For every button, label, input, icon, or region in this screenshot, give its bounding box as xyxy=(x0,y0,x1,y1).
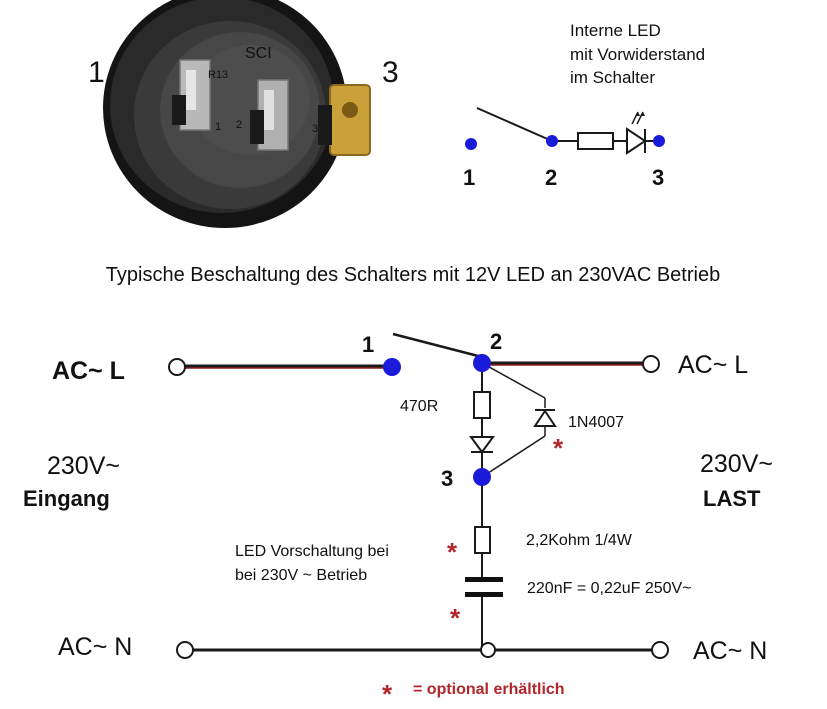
junction-n xyxy=(480,642,496,658)
internal-caption-line2: mit Vorwiderstand xyxy=(570,45,705,64)
internal-schematic: Interne LED mit Vorwiderstand im Schalte… xyxy=(463,21,705,190)
label-ac-l-left: AC~ L xyxy=(52,357,125,385)
internal-pin-label-1: 1 xyxy=(463,165,475,190)
label-diode-1n4007: 1N4007 xyxy=(568,414,624,431)
label-resistor-2k2: 2,2Kohm 1/4W xyxy=(526,532,633,549)
led-diode-symbol xyxy=(469,436,495,454)
optional-marker-resistor: * xyxy=(447,537,458,567)
main-circuit xyxy=(168,332,669,659)
internal-terminal-3 xyxy=(653,135,665,147)
optional-marker-diode: * xyxy=(553,433,564,463)
terminal-pin-2 xyxy=(473,354,491,372)
label-last: LAST xyxy=(703,486,761,511)
terminal-ac-n-in xyxy=(176,641,194,659)
terminal-pin-1 xyxy=(383,358,401,376)
circuit-pin-label-3: 3 xyxy=(441,466,453,491)
internal-caption-line3: im Schalter xyxy=(570,68,655,87)
terminal-ac-l-out xyxy=(642,355,660,373)
internal-terminal-1 xyxy=(465,138,477,150)
label-eingang: Eingang xyxy=(23,486,110,511)
led-note-line1: LED Vorschaltung bei xyxy=(235,543,389,560)
internal-led-symbol xyxy=(626,111,647,155)
resistor-2k2 xyxy=(474,526,491,554)
circuit-pin-label-1: 1 xyxy=(362,332,374,357)
terminal-ac-l-in xyxy=(168,358,186,376)
label-voltage-left: 230V~ xyxy=(47,452,120,480)
diagram-heading: Typische Beschaltung des Schalters mit 1… xyxy=(106,264,720,286)
embossed-pin1: 1 xyxy=(215,121,221,133)
label-ac-n-right: AC~ N xyxy=(693,637,767,665)
photo-pin-label-1: 1 xyxy=(88,56,105,89)
photo-pin-label-3: 3 xyxy=(382,56,399,89)
resistor-470r xyxy=(473,391,491,419)
circuit-pin-label-2: 2 xyxy=(490,329,502,354)
embossed-pin3: 3 xyxy=(312,123,318,135)
label-ac-l-right: AC~ L xyxy=(678,351,748,379)
internal-caption-line1: Interne LED xyxy=(570,21,661,40)
terminal-pin-3 xyxy=(473,468,491,486)
capacitor-220nf xyxy=(465,577,503,597)
label-capacitor: 220nF = 0,22uF 250V~ xyxy=(527,580,692,597)
internal-terminal-2 xyxy=(546,135,558,147)
label-voltage-right: 230V~ xyxy=(700,450,773,478)
embossed-pin2: 2 xyxy=(236,119,242,131)
embossed-brand: SCI xyxy=(245,45,272,62)
led-note-line2: bei 230V ~ Betrieb xyxy=(235,567,367,584)
footnote-marker: * xyxy=(382,679,393,709)
internal-pin-label-2: 2 xyxy=(545,165,557,190)
label-ac-n-left: AC~ N xyxy=(58,633,132,661)
optional-marker-capacitor: * xyxy=(450,603,461,633)
internal-resistor xyxy=(577,132,614,150)
terminal-ac-n-out xyxy=(651,641,669,659)
embossed-model: R13 xyxy=(208,69,228,81)
footnote-text: = optional erhältlich xyxy=(413,681,565,698)
switch-photo: SCI R13 1 2 3 xyxy=(100,0,371,236)
label-resistor-470r: 470R xyxy=(400,398,438,415)
switch-lever xyxy=(392,332,483,359)
internal-pin-label-3: 3 xyxy=(652,165,664,190)
diode-1n4007-symbol xyxy=(533,409,557,427)
